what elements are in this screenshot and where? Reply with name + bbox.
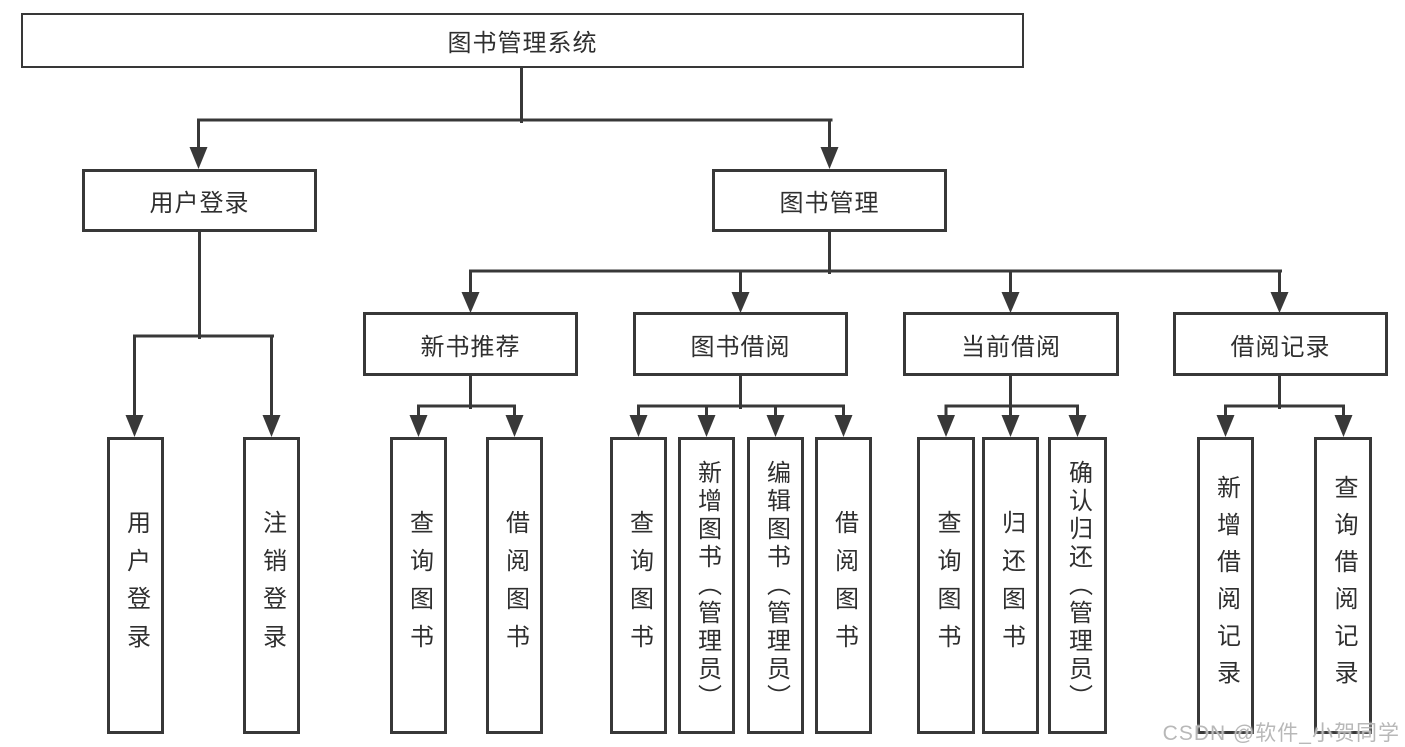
node-new-book-recommend: 新书推荐 [363, 312, 578, 376]
leaf-add-borrow-record-label: 新增借阅记录 [1212, 474, 1240, 697]
connector-new-book-children [409, 374, 524, 437]
leaf-query-borrow-record: 查询借阅记录 [1314, 437, 1372, 734]
connector-book-management-children [461, 230, 1289, 313]
leaf-query-books-current: 查询图书 [917, 437, 975, 734]
node-user-login-label: 用户登录 [149, 190, 250, 217]
leaf-query-borrow-record-label: 查询借阅记录 [1330, 474, 1357, 697]
leaf-borrow-books-recommend: 借阅图书 [486, 437, 543, 734]
connector-user-login-children [125, 230, 281, 437]
leaf-edit-book-admin: 编辑图书（管理员） [747, 437, 804, 734]
leaf-query-books-borrow-label: 查询图书 [625, 509, 653, 662]
node-user-login: 用户登录 [82, 169, 317, 232]
leaf-add-borrow-record: 新增借阅记录 [1197, 437, 1254, 734]
csdn-watermark: CSDN @软件_小贺同学 [1162, 722, 1400, 745]
leaf-confirm-return-admin-label: 确认归还（管理员） [1064, 459, 1092, 712]
connector-book-borrow-children [629, 374, 853, 437]
node-library-system: 图书管理系统 [21, 13, 1024, 68]
leaf-add-book-admin-label: 新增图书（管理员） [693, 459, 721, 712]
leaf-borrow-books-recommend-label: 借阅图书 [501, 509, 529, 662]
node-book-management: 图书管理 [712, 169, 947, 232]
connector-current-borrow-children [937, 374, 1087, 437]
leaf-logout: 注销登录 [243, 437, 300, 734]
leaf-logout-label: 注销登录 [258, 509, 286, 662]
leaf-add-book-admin: 新增图书（管理员） [678, 437, 735, 734]
leaf-return-book-label: 归还图书 [997, 509, 1025, 662]
leaf-confirm-return-admin: 确认归还（管理员） [1048, 437, 1107, 734]
leaf-borrow-books-borrow: 借阅图书 [815, 437, 872, 734]
leaf-borrow-books-borrow-label: 借阅图书 [830, 509, 858, 662]
node-book-management-label: 图书管理 [779, 190, 880, 217]
node-current-borrow-label: 当前借阅 [961, 333, 1061, 361]
leaf-query-books-recommend: 查询图书 [390, 437, 447, 734]
node-borrow-records: 借阅记录 [1173, 312, 1388, 376]
node-book-borrow-label: 图书借阅 [690, 333, 791, 361]
leaf-user-login-label: 用户登录 [122, 509, 150, 662]
leaf-edit-book-admin-label: 编辑图书（管理员） [762, 459, 790, 712]
leaf-query-books-borrow: 查询图书 [610, 437, 667, 734]
connector-root-to-level1 [189, 66, 839, 169]
connector-borrow-records-children [1216, 374, 1353, 437]
node-book-borrow: 图书借阅 [633, 312, 848, 376]
leaf-query-books-recommend-label: 查询图书 [405, 509, 433, 662]
node-borrow-records-label: 借阅记录 [1230, 333, 1331, 361]
node-library-system-label: 图书管理系统 [447, 30, 598, 57]
node-new-book-recommend-label: 新书推荐 [420, 333, 521, 361]
leaf-user-login: 用户登录 [107, 437, 164, 734]
node-current-borrow: 当前借阅 [903, 312, 1119, 376]
leaf-query-books-current-label: 查询图书 [933, 509, 960, 662]
leaf-return-book: 归还图书 [982, 437, 1039, 734]
